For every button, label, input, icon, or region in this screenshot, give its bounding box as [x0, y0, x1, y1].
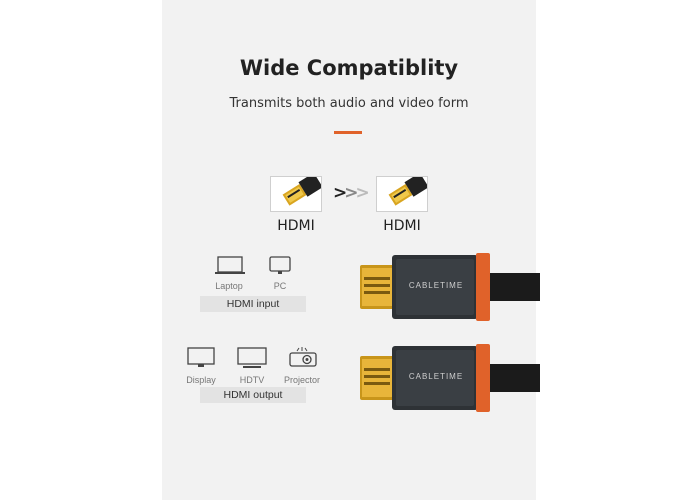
hdmi-connector-thumbnail-left [270, 176, 322, 212]
hdmi-label-left: HDMI [277, 218, 315, 234]
device-label-display: Display [186, 375, 216, 385]
page-subtitle: Transmits both audio and video form [229, 96, 469, 111]
hdmi-output-label: HDMI output [200, 387, 306, 403]
arrow-indicator: >>> [333, 183, 370, 203]
projector-icon [289, 347, 317, 374]
hdtv-icon [237, 347, 267, 374]
hdmi-plug-icon [388, 177, 427, 206]
hdmi-input-label: HDMI input [200, 296, 306, 312]
page-title: Wide Compatiblity [239, 56, 459, 80]
background-panel [162, 0, 536, 500]
device-label-laptop: Laptop [215, 281, 243, 291]
device-label-pc: PC [273, 281, 287, 291]
hdmi-cable-output: CABLETIME [360, 344, 540, 417]
hdmi-connector-thumbnail-right [376, 176, 428, 212]
laptop-icon [214, 256, 246, 281]
pc-monitor-icon [269, 256, 291, 281]
cable-brand-text: CABLETIME [408, 281, 464, 290]
cable-brand-text: CABLETIME [408, 372, 464, 381]
device-label-projector: Projector [283, 375, 320, 385]
accent-divider [334, 131, 362, 134]
display-icon [187, 347, 215, 374]
hdmi-cable-input: CABLETIME [360, 253, 540, 326]
device-label-hdtv: HDTV [239, 375, 265, 385]
hdmi-label-right: HDMI [383, 218, 421, 234]
hdmi-plug-icon [282, 177, 321, 206]
